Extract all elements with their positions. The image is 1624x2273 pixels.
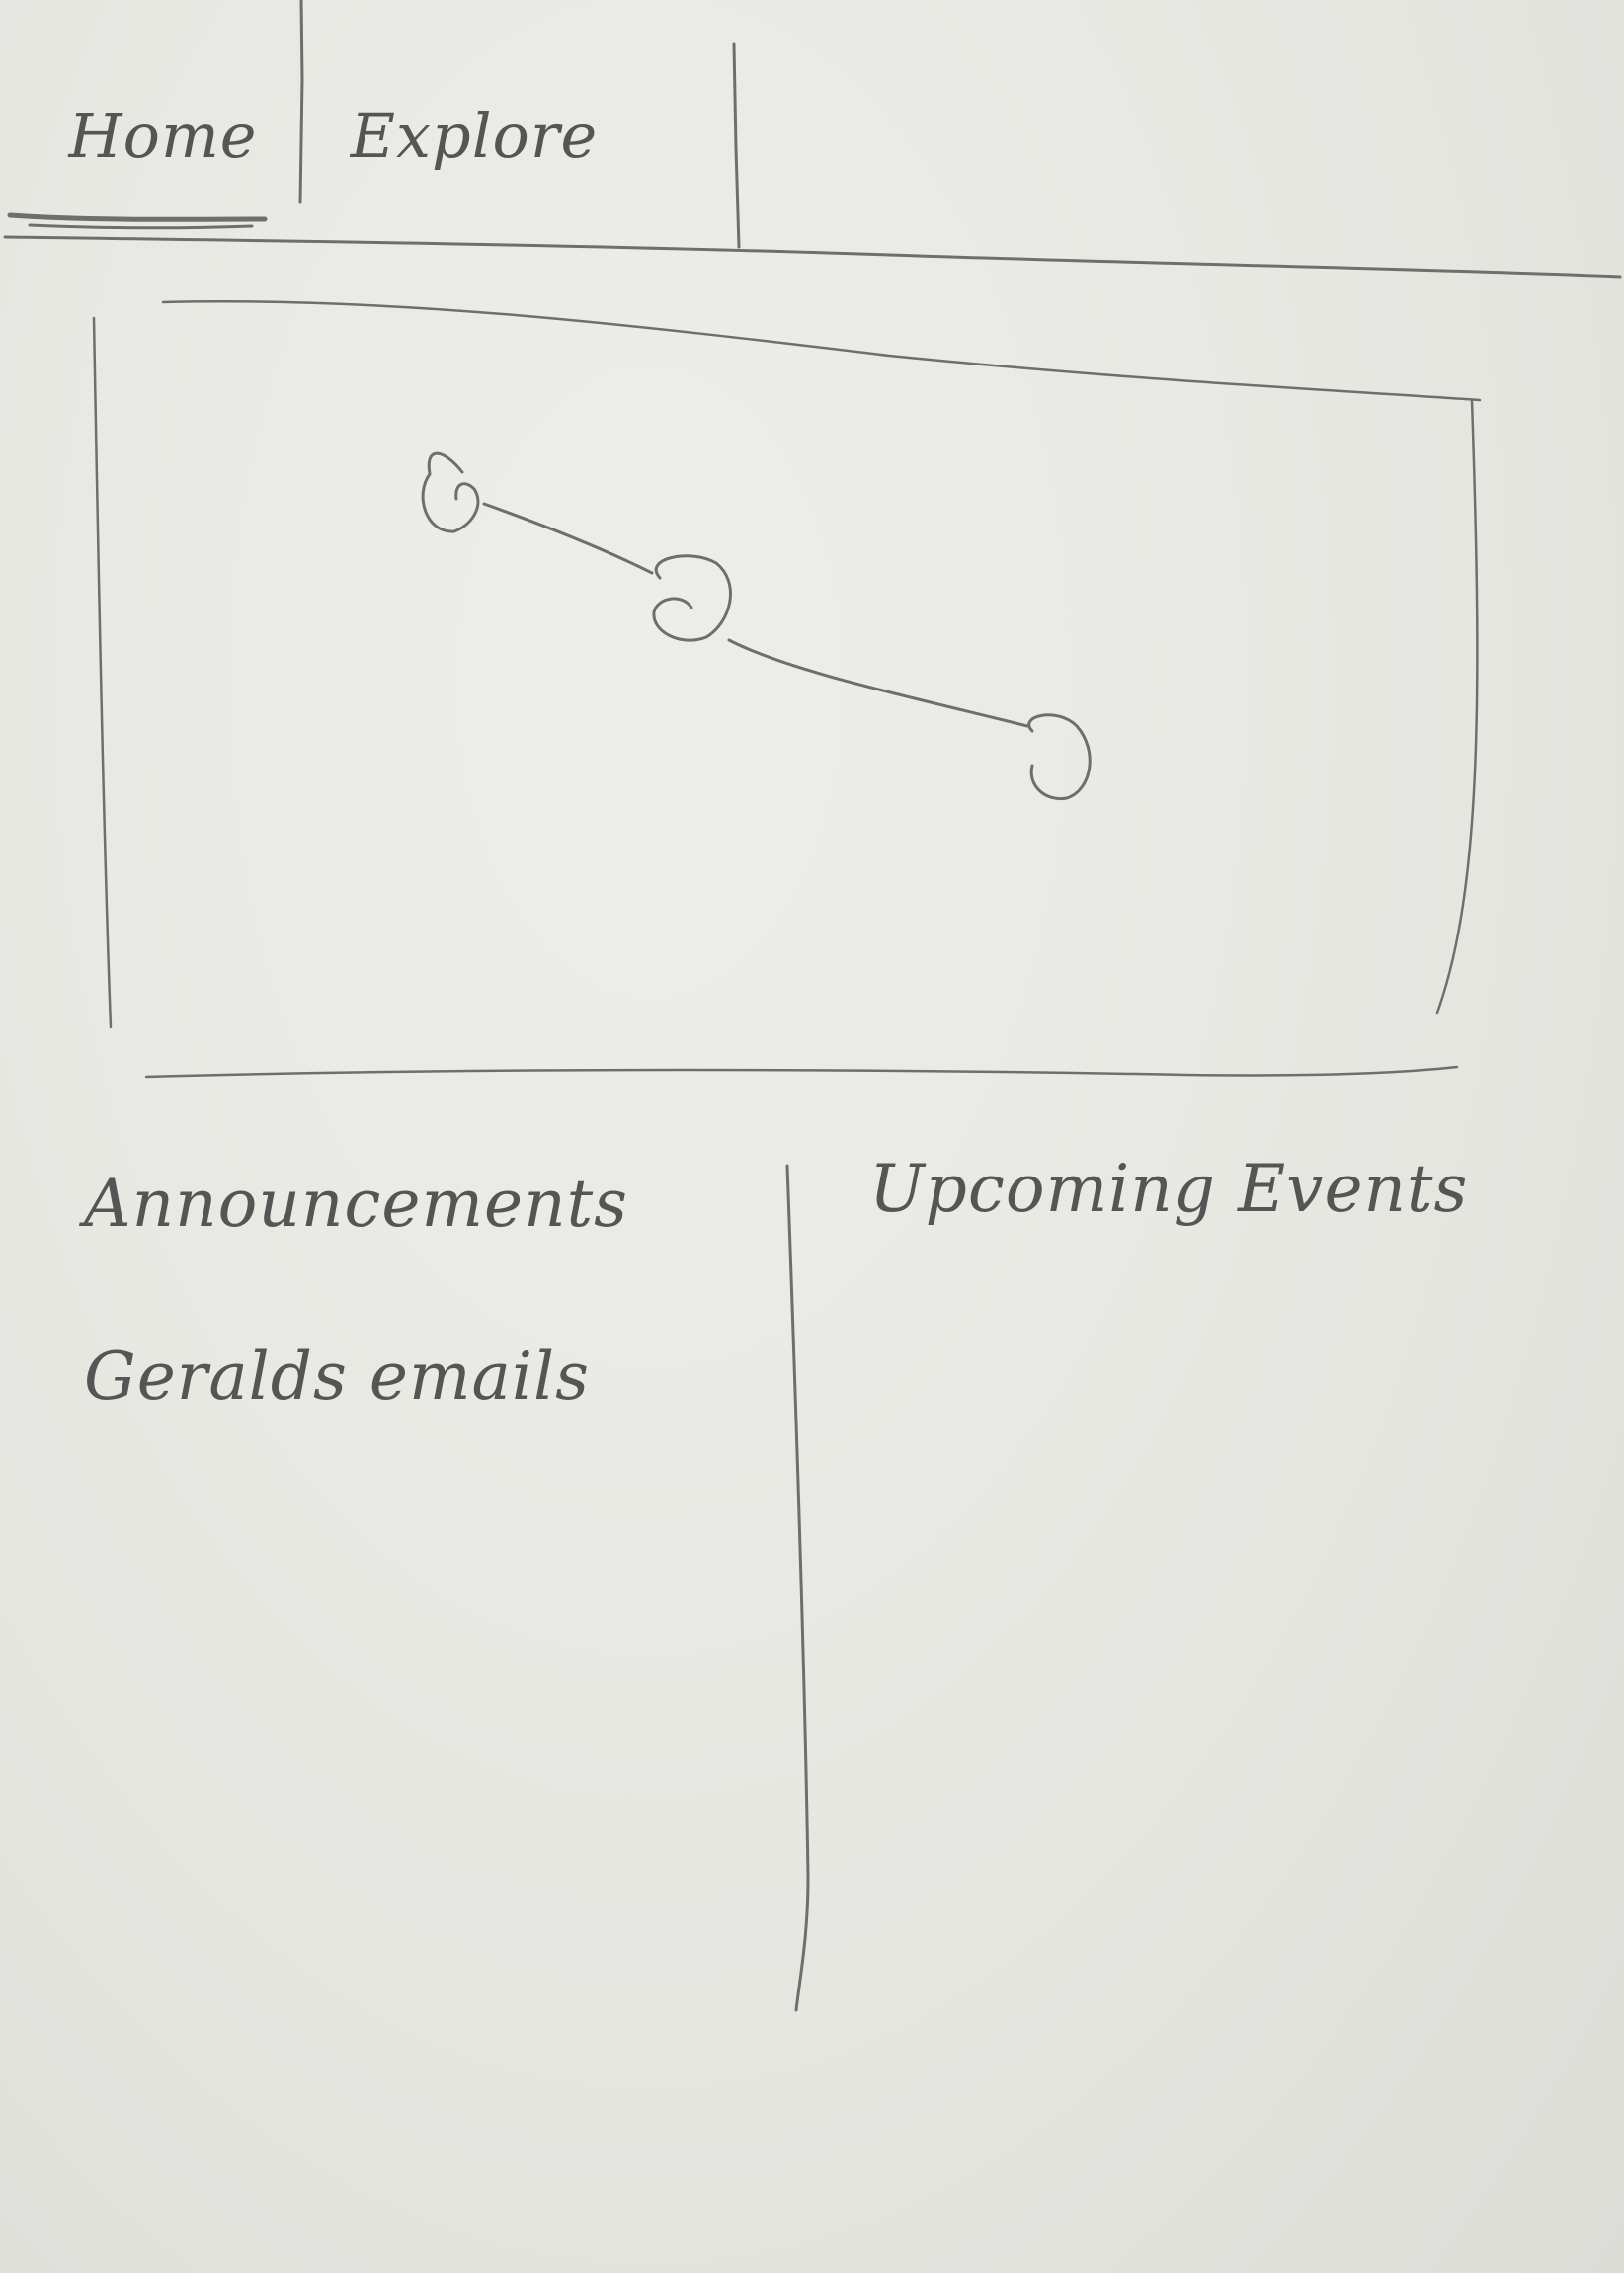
map-pin-icon	[1027, 713, 1092, 801]
tab-home[interactable]: Home	[68, 99, 258, 172]
nav-underline	[3, 235, 1622, 279]
tab-faded[interactable]	[780, 91, 1106, 180]
announcements-heading: Announcements	[84, 1166, 628, 1242]
announcement-item[interactable]: Geralds emails	[84, 1339, 590, 1415]
active-tab-indicator	[28, 223, 254, 230]
tab-divider	[298, 0, 304, 204]
section-divider	[785, 1164, 810, 2012]
tab-divider	[732, 42, 741, 249]
upcoming-events-heading: Upcoming Events	[869, 1151, 1469, 1227]
tab-explore[interactable]: Explore	[350, 99, 599, 172]
map-frame	[92, 300, 1482, 1079]
map-pin-icon	[421, 451, 480, 533]
map-pin-icon	[652, 554, 732, 642]
route-line	[482, 502, 1029, 728]
active-tab-indicator	[7, 212, 268, 222]
